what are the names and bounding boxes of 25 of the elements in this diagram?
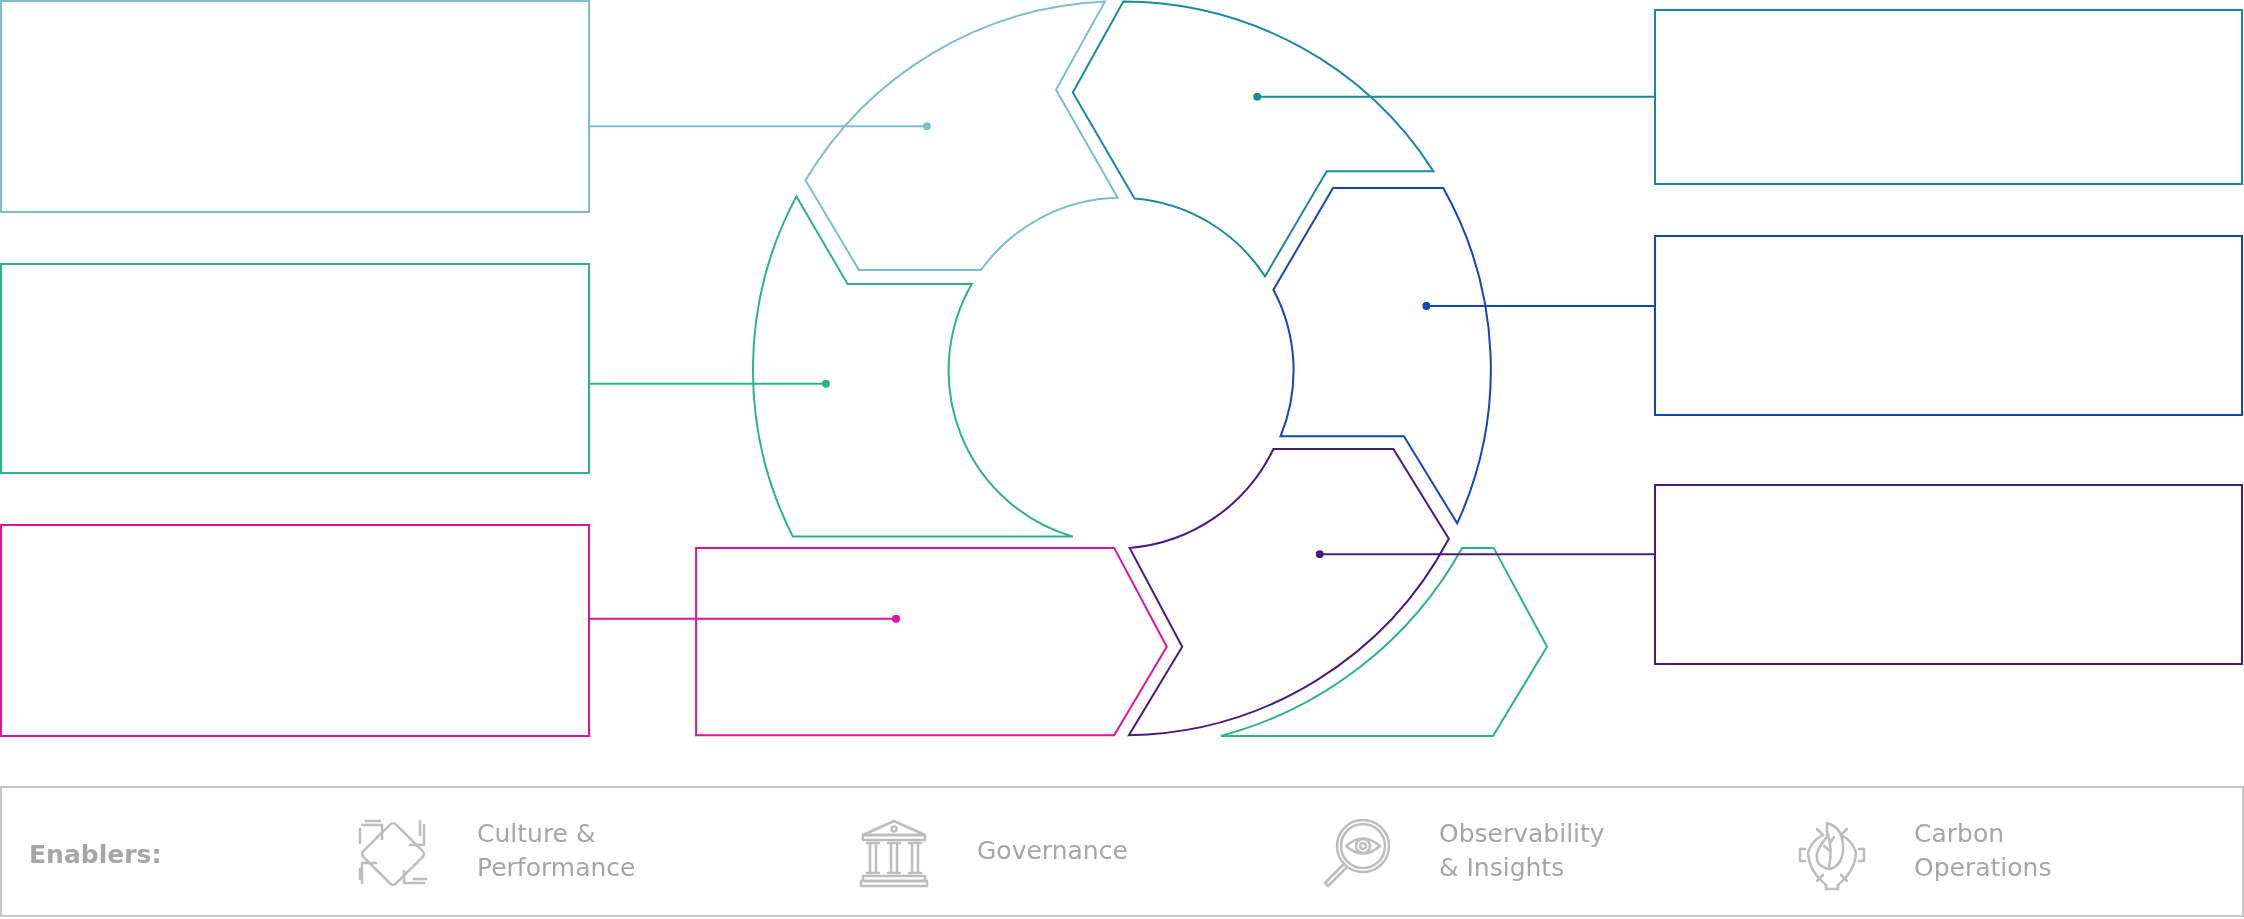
cycle-arrow-segment — [1219, 546, 1549, 738]
empty-text-box — [1654, 235, 2243, 416]
enabler-label: Observability & Insights — [1439, 818, 1606, 884]
enabler-label: Culture & Performance — [477, 818, 637, 884]
enabler-label: Carbon Operations — [1914, 818, 2053, 884]
empty-text-box — [1654, 484, 2243, 665]
enablers-bar — [0, 786, 2244, 917]
leader-line — [1253, 92, 1655, 101]
leader-line — [589, 614, 900, 623]
cycle-arrow-segment — [695, 547, 1169, 737]
leader-line — [589, 122, 931, 131]
cycle-arrow-segment — [1071, 0, 1436, 279]
empty-text-box — [0, 263, 590, 474]
leader-line — [1422, 301, 1655, 310]
leader-line — [1315, 550, 1655, 559]
leader-line — [589, 379, 830, 388]
empty-text-box — [0, 524, 590, 737]
enablers-heading: Enablers: — [29, 839, 163, 871]
cycle-arrow-segment — [1127, 447, 1451, 738]
empty-text-box — [0, 0, 590, 213]
cycle-arrow-segment — [751, 195, 1075, 539]
cycle-arrow-segment — [804, 0, 1120, 272]
empty-text-box — [1654, 9, 2243, 185]
cycle-arrow-segment — [1271, 186, 1493, 526]
enabler-label: Governance — [977, 835, 1129, 867]
